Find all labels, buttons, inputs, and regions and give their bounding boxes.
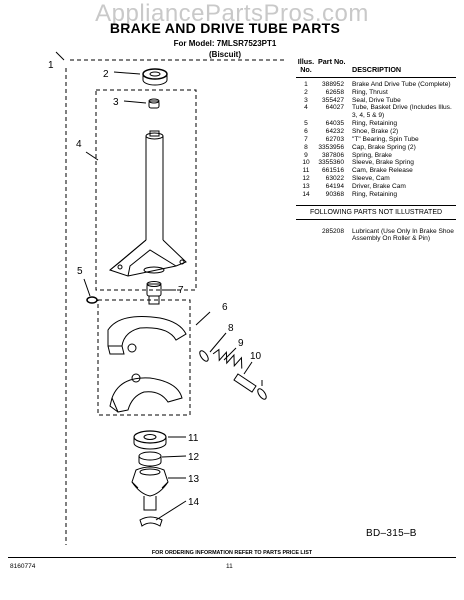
part-description: Sleeve, Cam (352, 175, 390, 183)
callout-10: 10 (250, 351, 262, 362)
page-title: BRAKE AND DRIVE TUBE PARTS (109, 20, 341, 36)
table-row: 8 3353956 Cap, Brake Spring (2) (296, 144, 456, 152)
part-description: Tube, Basket Drive (Includes Illus. 3, 4… (352, 104, 452, 120)
table-row: 3 355427 Seal, Drive Tube (296, 97, 456, 105)
table-row: 5 64035 Ring, Retaining (296, 120, 456, 128)
part-description: Shoe, Brake (2) (352, 127, 399, 135)
part-number: 3353956 (318, 143, 344, 151)
watermark: AppliancePartsPros.com (95, 0, 369, 27)
part-description: "T" Bearing, Spin Tube (352, 135, 419, 143)
part-description: Ring, Thrust (352, 88, 388, 96)
table-row: 1 388952 Brake And Drive Tube (Complete) (296, 81, 456, 89)
part-description: Cap, Brake Spring (2) (352, 143, 416, 151)
callout-8: 8 (228, 323, 234, 334)
table-row: 13 64194 Driver, Brake Cam (296, 183, 456, 191)
table-row: 14 90368 Ring, Retaining (296, 191, 456, 199)
callout-14: 14 (188, 497, 200, 508)
part-number: 90368 (325, 190, 344, 198)
callout-11: 11 (188, 433, 199, 444)
part-description: Spring, Brake (352, 151, 392, 159)
illus-number: 4 (304, 104, 308, 112)
part-number: 387806 (321, 151, 344, 159)
callout-7: 7 (178, 285, 184, 296)
illus-number: 2 (304, 88, 308, 96)
illus-number: 11 (302, 167, 310, 175)
figure-code: BD–315–B (366, 528, 417, 539)
table-row: 11 661516 Cam, Brake Release (296, 167, 456, 175)
table-row: 285208 Lubricant (Use Only In Brake Shoe … (296, 228, 456, 243)
parts-table-header: Illus. No. Part No. DESCRIPTION (296, 57, 456, 78)
part-number: 62703 (325, 135, 344, 143)
table-row: 2 62658 Ring, Thrust (296, 89, 456, 97)
part-description: Lubricant (Use Only In Brake Shoe Assemb… (352, 227, 454, 243)
callout-1: 1 (48, 60, 54, 71)
illus-number: 13 (302, 183, 310, 191)
callout-3: 3 (113, 97, 119, 108)
part-description: Cam, Brake Release (352, 167, 413, 175)
part-description: Brake And Drive Tube (Complete) (352, 80, 451, 88)
part-number: 388952 (321, 80, 344, 88)
exploded-diagram: 1 2 3 4 5 6 7 8 9 10 11 12 13 14 (48, 51, 286, 545)
parts-table: Illus. No. Part No. DESCRIPTION 1 388952 B… (296, 57, 456, 243)
part-number: 3355360 (318, 159, 344, 167)
illus-number: 8 (304, 143, 308, 151)
callout-6: 6 (222, 302, 228, 313)
illus-no-header: Illus. No. (297, 57, 315, 75)
table-row: 6 64232 Shoe, Brake (2) (296, 128, 456, 136)
footer-divider (8, 557, 456, 558)
illus-number: 5 (304, 119, 308, 127)
part-number: 64027 (325, 104, 344, 112)
illus-number: 9 (304, 151, 308, 159)
illus-number: 10 (302, 159, 310, 167)
table-row: 10 3355360 Sleeve, Brake Spring (296, 159, 456, 167)
parts-table-body: 1 388952 Brake And Drive Tube (Complete) 2 6… (296, 81, 456, 199)
model-subtitle: For Model: 7MLSR7523PT1 (Biscuit) (90, 38, 360, 60)
part-number: 64194 (325, 183, 344, 191)
ordering-note: FOR ORDERING INFORMATION REFER TO PARTS … (151, 550, 313, 556)
part-number: 62658 (325, 88, 344, 96)
not-illustrated-body: 285208 Lubricant (Use Only In Brake Shoe … (296, 228, 456, 243)
illus-number: 12 (302, 175, 310, 183)
part-description: Ring, Retaining (352, 190, 398, 198)
callout-2: 2 (103, 69, 109, 80)
part-number: 661516 (321, 167, 344, 175)
document-number: 8160774 (10, 563, 36, 570)
description-header: DESCRIPTION (352, 65, 402, 74)
part-description: Driver, Brake Cam (352, 183, 406, 191)
callout-12: 12 (188, 452, 200, 463)
table-row: 7 62703 "T" Bearing, Spin Tube (296, 136, 456, 144)
part-number: 64232 (325, 127, 344, 135)
part-number: 64035 (325, 119, 344, 127)
page-number: 11 (226, 563, 233, 570)
table-row: 4 64027 Tube, Basket Drive (Includes Illus… (296, 104, 456, 119)
part-no-header: Part No. (318, 57, 346, 66)
part-number: 63022 (325, 175, 344, 183)
illus-number: 3 (304, 96, 308, 104)
color-line: (Biscuit) (209, 50, 241, 59)
callout-5: 5 (77, 266, 83, 277)
not-illustrated-heading: FOLLOWING PARTS NOT ILLUSTRATED (296, 204, 456, 220)
illus-number: 1 (304, 80, 308, 88)
part-description: Ring, Retaining (352, 119, 398, 127)
table-row: 12 63022 Sleeve, Cam (296, 175, 456, 183)
table-row: 9 387806 Spring, Brake (296, 152, 456, 160)
model-line: For Model: 7MLSR7523PT1 (173, 39, 277, 48)
callout-13: 13 (188, 474, 200, 485)
part-description: Sleeve, Brake Spring (352, 159, 414, 167)
part-number: 355427 (321, 96, 344, 104)
illus-number (296, 228, 316, 243)
part-description: Seal, Drive Tube (352, 96, 401, 104)
illus-number: 7 (304, 135, 308, 143)
illus-number: 14 (302, 190, 310, 198)
callout-4: 4 (76, 139, 82, 150)
callout-9: 9 (238, 338, 244, 349)
part-number: 285208 (321, 227, 344, 235)
illus-number: 6 (304, 127, 308, 135)
